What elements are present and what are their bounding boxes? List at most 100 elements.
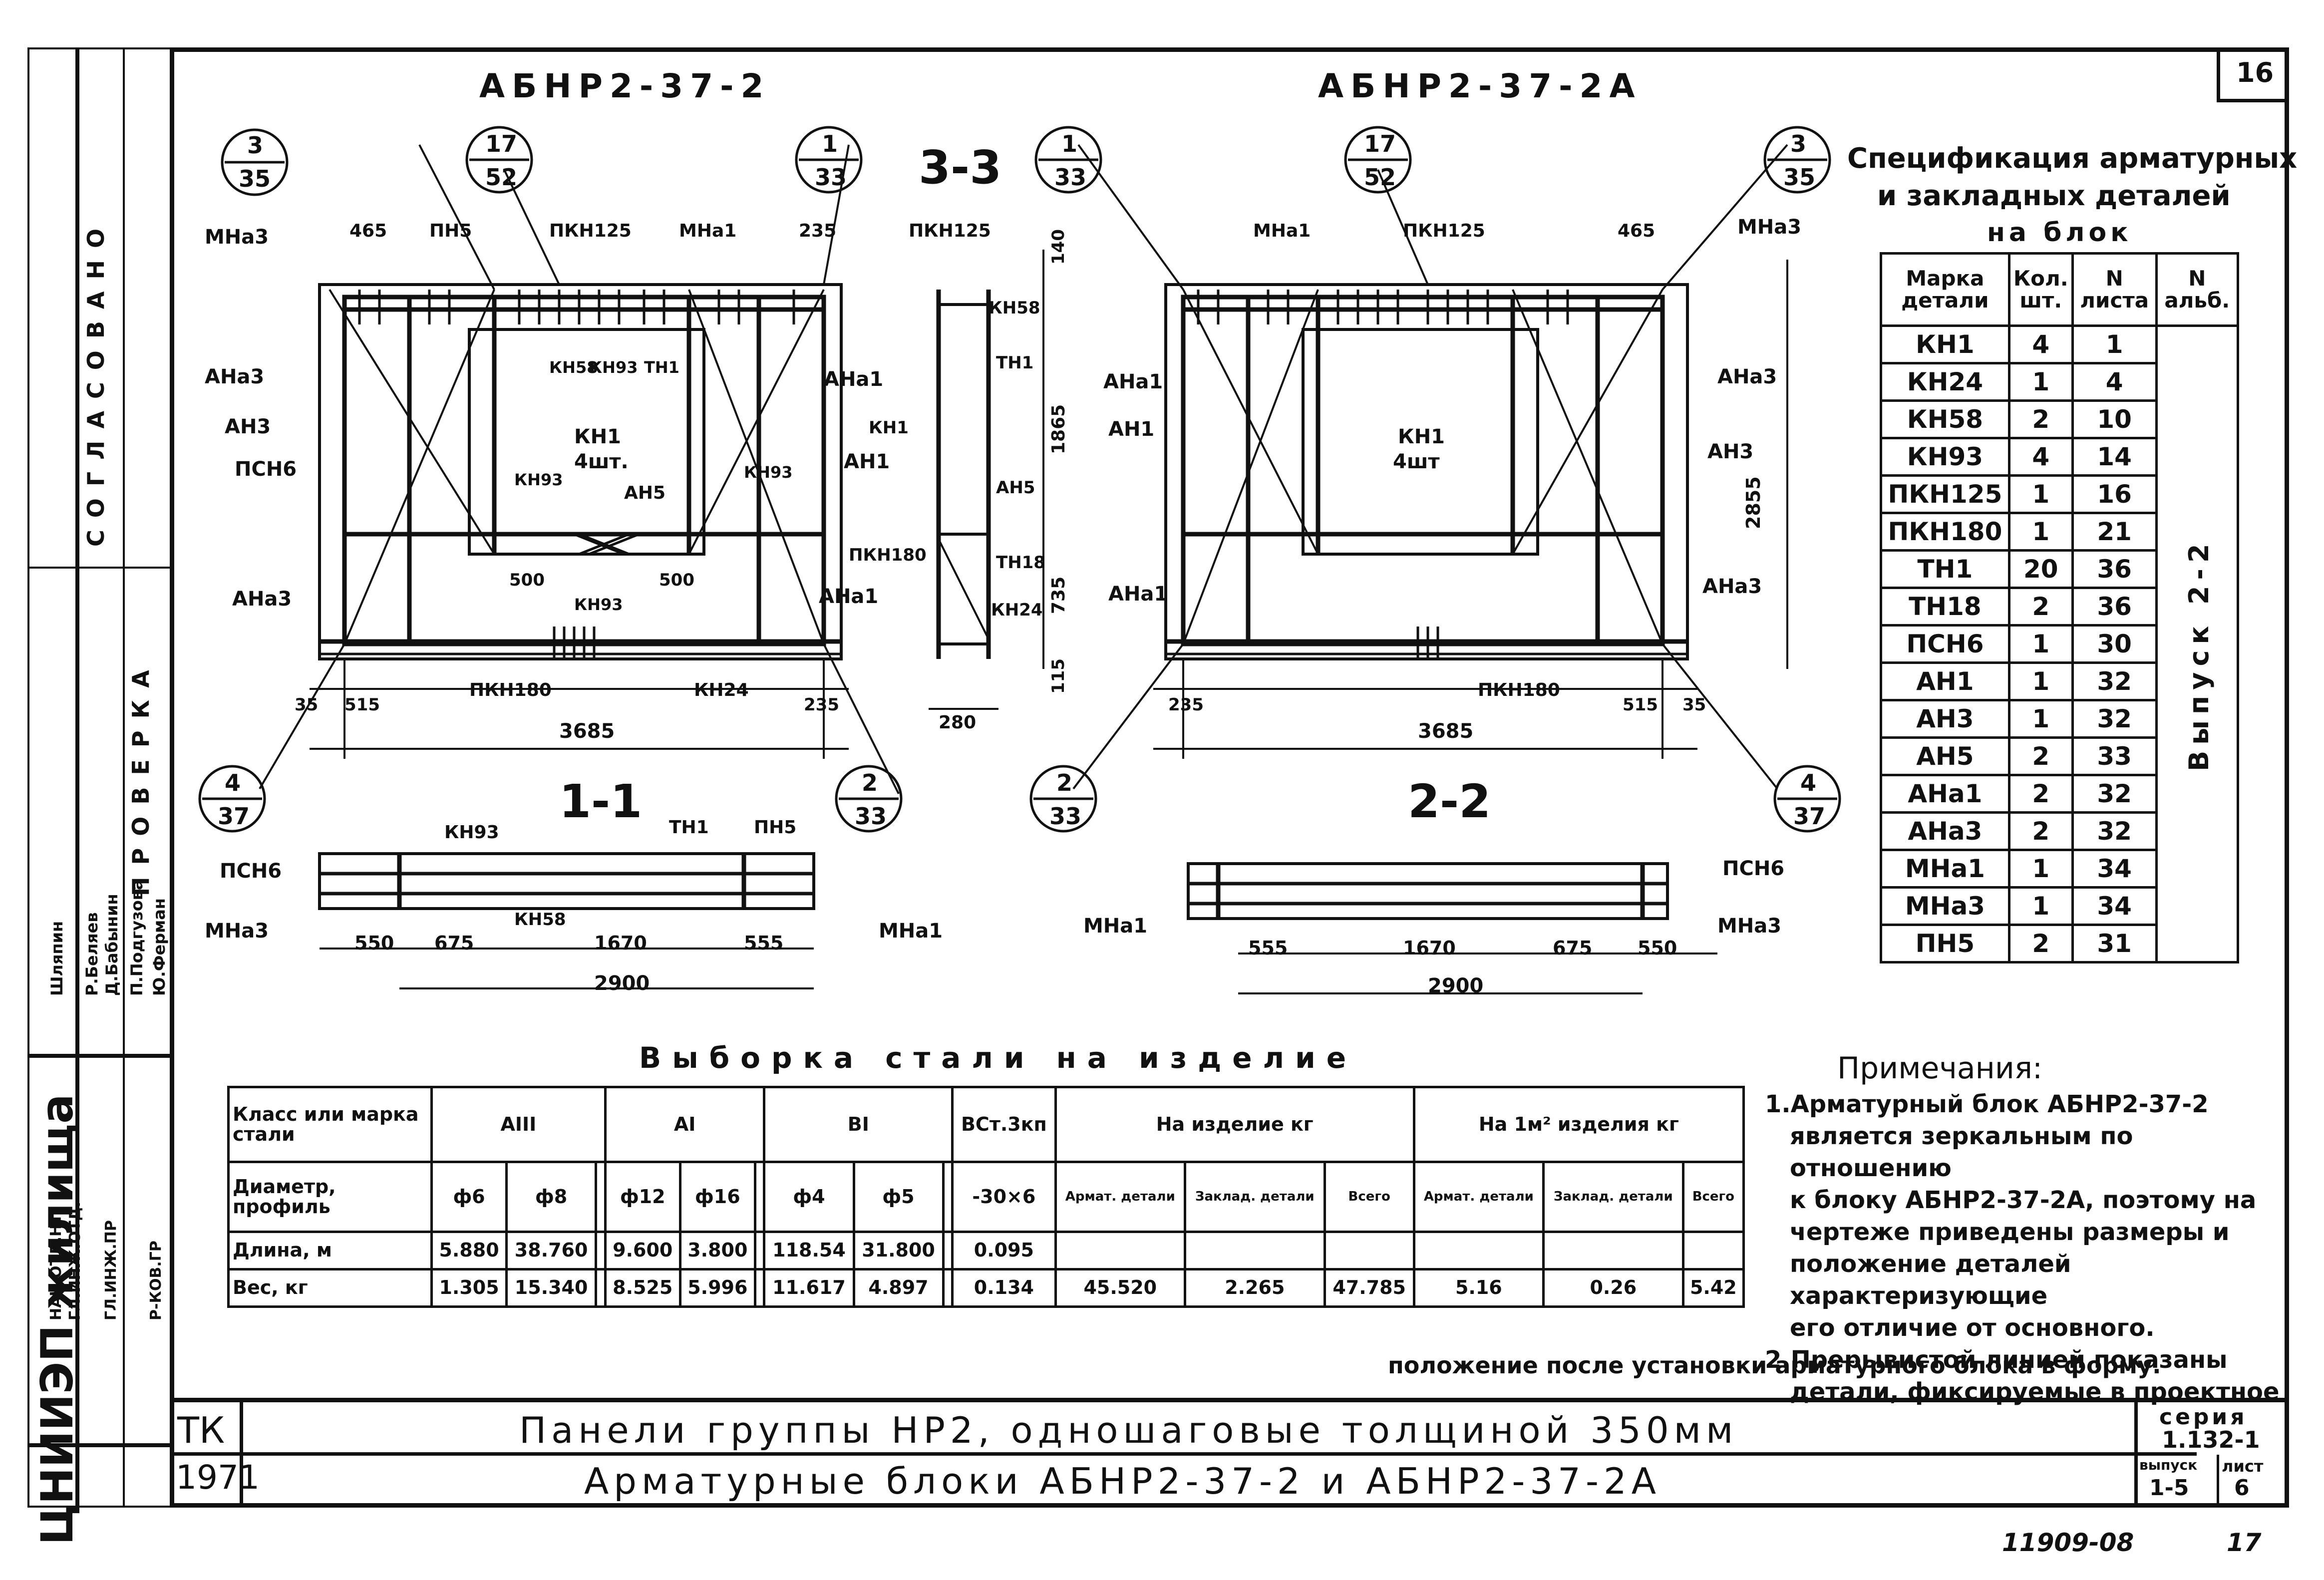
steel-cell: 5.996 xyxy=(678,1268,756,1308)
steel-cell xyxy=(753,1231,766,1270)
label-2855: 2855 xyxy=(1742,476,1764,529)
label-ana1-right-top: АНа1 xyxy=(1103,370,1163,393)
notes-title: Примечания: xyxy=(1837,1051,2043,1086)
s11-pn5: ПН5 xyxy=(754,817,797,838)
callout-4-37-r-bottom: 37 xyxy=(1793,803,1826,830)
steel-cell: 2.265 xyxy=(1183,1268,1326,1308)
label-ana1-left-bottom: АНа1 xyxy=(819,585,879,608)
spec-cell: 1 xyxy=(2007,699,2074,739)
spec-cell: ТН1 xyxy=(1880,549,2010,589)
spec-cell: 32 xyxy=(2071,699,2158,739)
steel-cell: 5.16 xyxy=(1412,1268,1545,1308)
s11-dim-1670: 1670 xyxy=(594,932,647,954)
right-panel-cage xyxy=(1181,295,1665,646)
steel-row-label: Вес, кг xyxy=(227,1268,433,1308)
note-line: 2.Прерывистой линией показаны xyxy=(1765,1346,2228,1374)
steel-cell: 31.800 xyxy=(852,1231,945,1270)
spec-vypusk-cell: Выпуск 2-2 xyxy=(2155,324,2240,963)
spec-cell: КН58 xyxy=(1880,399,2010,439)
callout-17-52-r-bottom: 52 xyxy=(1364,164,1396,191)
steel-group: ВI xyxy=(763,1086,954,1163)
label-235-left-top: 235 xyxy=(799,221,837,241)
label-kn93-left-2: КН93 xyxy=(514,470,563,489)
footer-page: 17 xyxy=(2227,1528,2262,1557)
label-psn6-left: ПСН6 xyxy=(235,458,297,481)
callout-3-35-r-bottom: 35 xyxy=(1783,164,1816,191)
title-list-label: лист xyxy=(2222,1457,2264,1476)
steel-cell xyxy=(942,1231,954,1270)
label-465-left: 465 xyxy=(349,221,387,241)
spec-cell: 2 xyxy=(2007,587,2074,627)
callout-1-33-r-top: 1 xyxy=(1061,130,1078,157)
steel-cell xyxy=(1542,1231,1684,1270)
spec-cell: АН1 xyxy=(1880,661,2010,701)
callout-3-35-top: 3 xyxy=(247,132,264,159)
left-stamp: ЦНИИЭП жилища ПРОВЕРКА СОГЛАСОВАНО НАЧ.О… xyxy=(27,47,172,1545)
spec-cell: 34 xyxy=(2071,886,2158,926)
spec-cell: ТН18 xyxy=(1880,587,2010,627)
dim-515-left: 515 xyxy=(344,695,380,715)
spec-cell: ПКН125 xyxy=(1880,474,2010,514)
label-pn5: ПН5 xyxy=(429,221,472,241)
spec-cell: 1 xyxy=(2007,849,2074,889)
steel-cell: 38.760 xyxy=(505,1231,598,1270)
label-pkn125-right: ПКН125 xyxy=(1403,221,1485,241)
steel-row-label: Длина, м xyxy=(227,1231,433,1270)
spec-cell: 33 xyxy=(2071,736,2158,776)
label-mna3-right: МНа3 xyxy=(1737,216,1802,239)
spec-cell: 20 xyxy=(2007,549,2074,589)
label-an3-left: АН3 xyxy=(225,415,271,438)
callout-4-37-bottom: 37 xyxy=(218,803,250,830)
section-label-2-2: 2-2 xyxy=(1408,775,1491,828)
callout-3-35-bottom: 35 xyxy=(239,165,271,192)
s11-dim-675: 675 xyxy=(434,932,474,954)
s22-dim-2900: 2900 xyxy=(1428,974,1484,997)
steel-row-label: Класс или марка стали xyxy=(227,1086,433,1163)
spec-cell: 1 xyxy=(2007,474,2074,514)
steel-cell xyxy=(753,1268,766,1308)
spec-cell: 2 xyxy=(2007,774,2074,814)
steel-group: ВСт.3кп xyxy=(951,1086,1057,1163)
spec-header-sheet: N листа xyxy=(2071,252,2158,327)
spec-title-3: на блок xyxy=(1987,218,2132,248)
title-block: ТК 1971 Панели группы НР2, одношаговые т… xyxy=(170,1398,2289,1512)
label-mna1-left: МНа1 xyxy=(679,221,737,241)
s22-psn6: ПСН6 xyxy=(1722,857,1785,880)
steel-cell: 3.800 xyxy=(678,1231,756,1270)
steel-cell: ф4 xyxy=(763,1161,855,1233)
steel-cell: ф6 xyxy=(430,1161,508,1233)
stamp-role-3: ГЛ.ИНЖ.ПР xyxy=(102,1220,120,1320)
callout-17-52-bottom: 52 xyxy=(485,164,518,191)
spec-cell: 36 xyxy=(2071,587,2158,627)
steel-cell xyxy=(595,1268,607,1308)
steel-cell: ф12 xyxy=(604,1161,681,1233)
steel-cell: 5.42 xyxy=(1681,1268,1745,1308)
steel-cell: ф5 xyxy=(852,1161,945,1233)
label-mna1-right: МНа1 xyxy=(1253,221,1311,241)
title-seria-label: серия xyxy=(2159,1404,2248,1430)
spec-cell: ПСН6 xyxy=(1880,624,2010,664)
label-500-right: 500 xyxy=(659,570,694,590)
section-label-3-3: 3-3 xyxy=(919,141,1002,194)
label-pkn180-left: ПКН180 xyxy=(469,680,552,700)
title-year: 1971 xyxy=(176,1458,260,1497)
callout-1-33-bottom: 33 xyxy=(815,164,847,191)
steel-cell: 1.305 xyxy=(430,1268,508,1308)
drawing-title-left: АБНР2-37-2 xyxy=(479,67,771,105)
spec-cell: 4 xyxy=(2007,437,2074,477)
s22-mna1: МНа1 xyxy=(1083,915,1148,938)
s22-dim-675: 675 xyxy=(1553,937,1593,959)
s11-dim-555: 555 xyxy=(744,932,784,954)
steel-table: Класс или марка стали АIII АI ВI ВСт.3кп… xyxy=(227,1086,1745,1308)
steel-group: На 1м² изделия кг xyxy=(1412,1086,1745,1163)
label-465-right: 465 xyxy=(1618,221,1656,241)
label-an1-left: АН1 xyxy=(844,450,890,473)
